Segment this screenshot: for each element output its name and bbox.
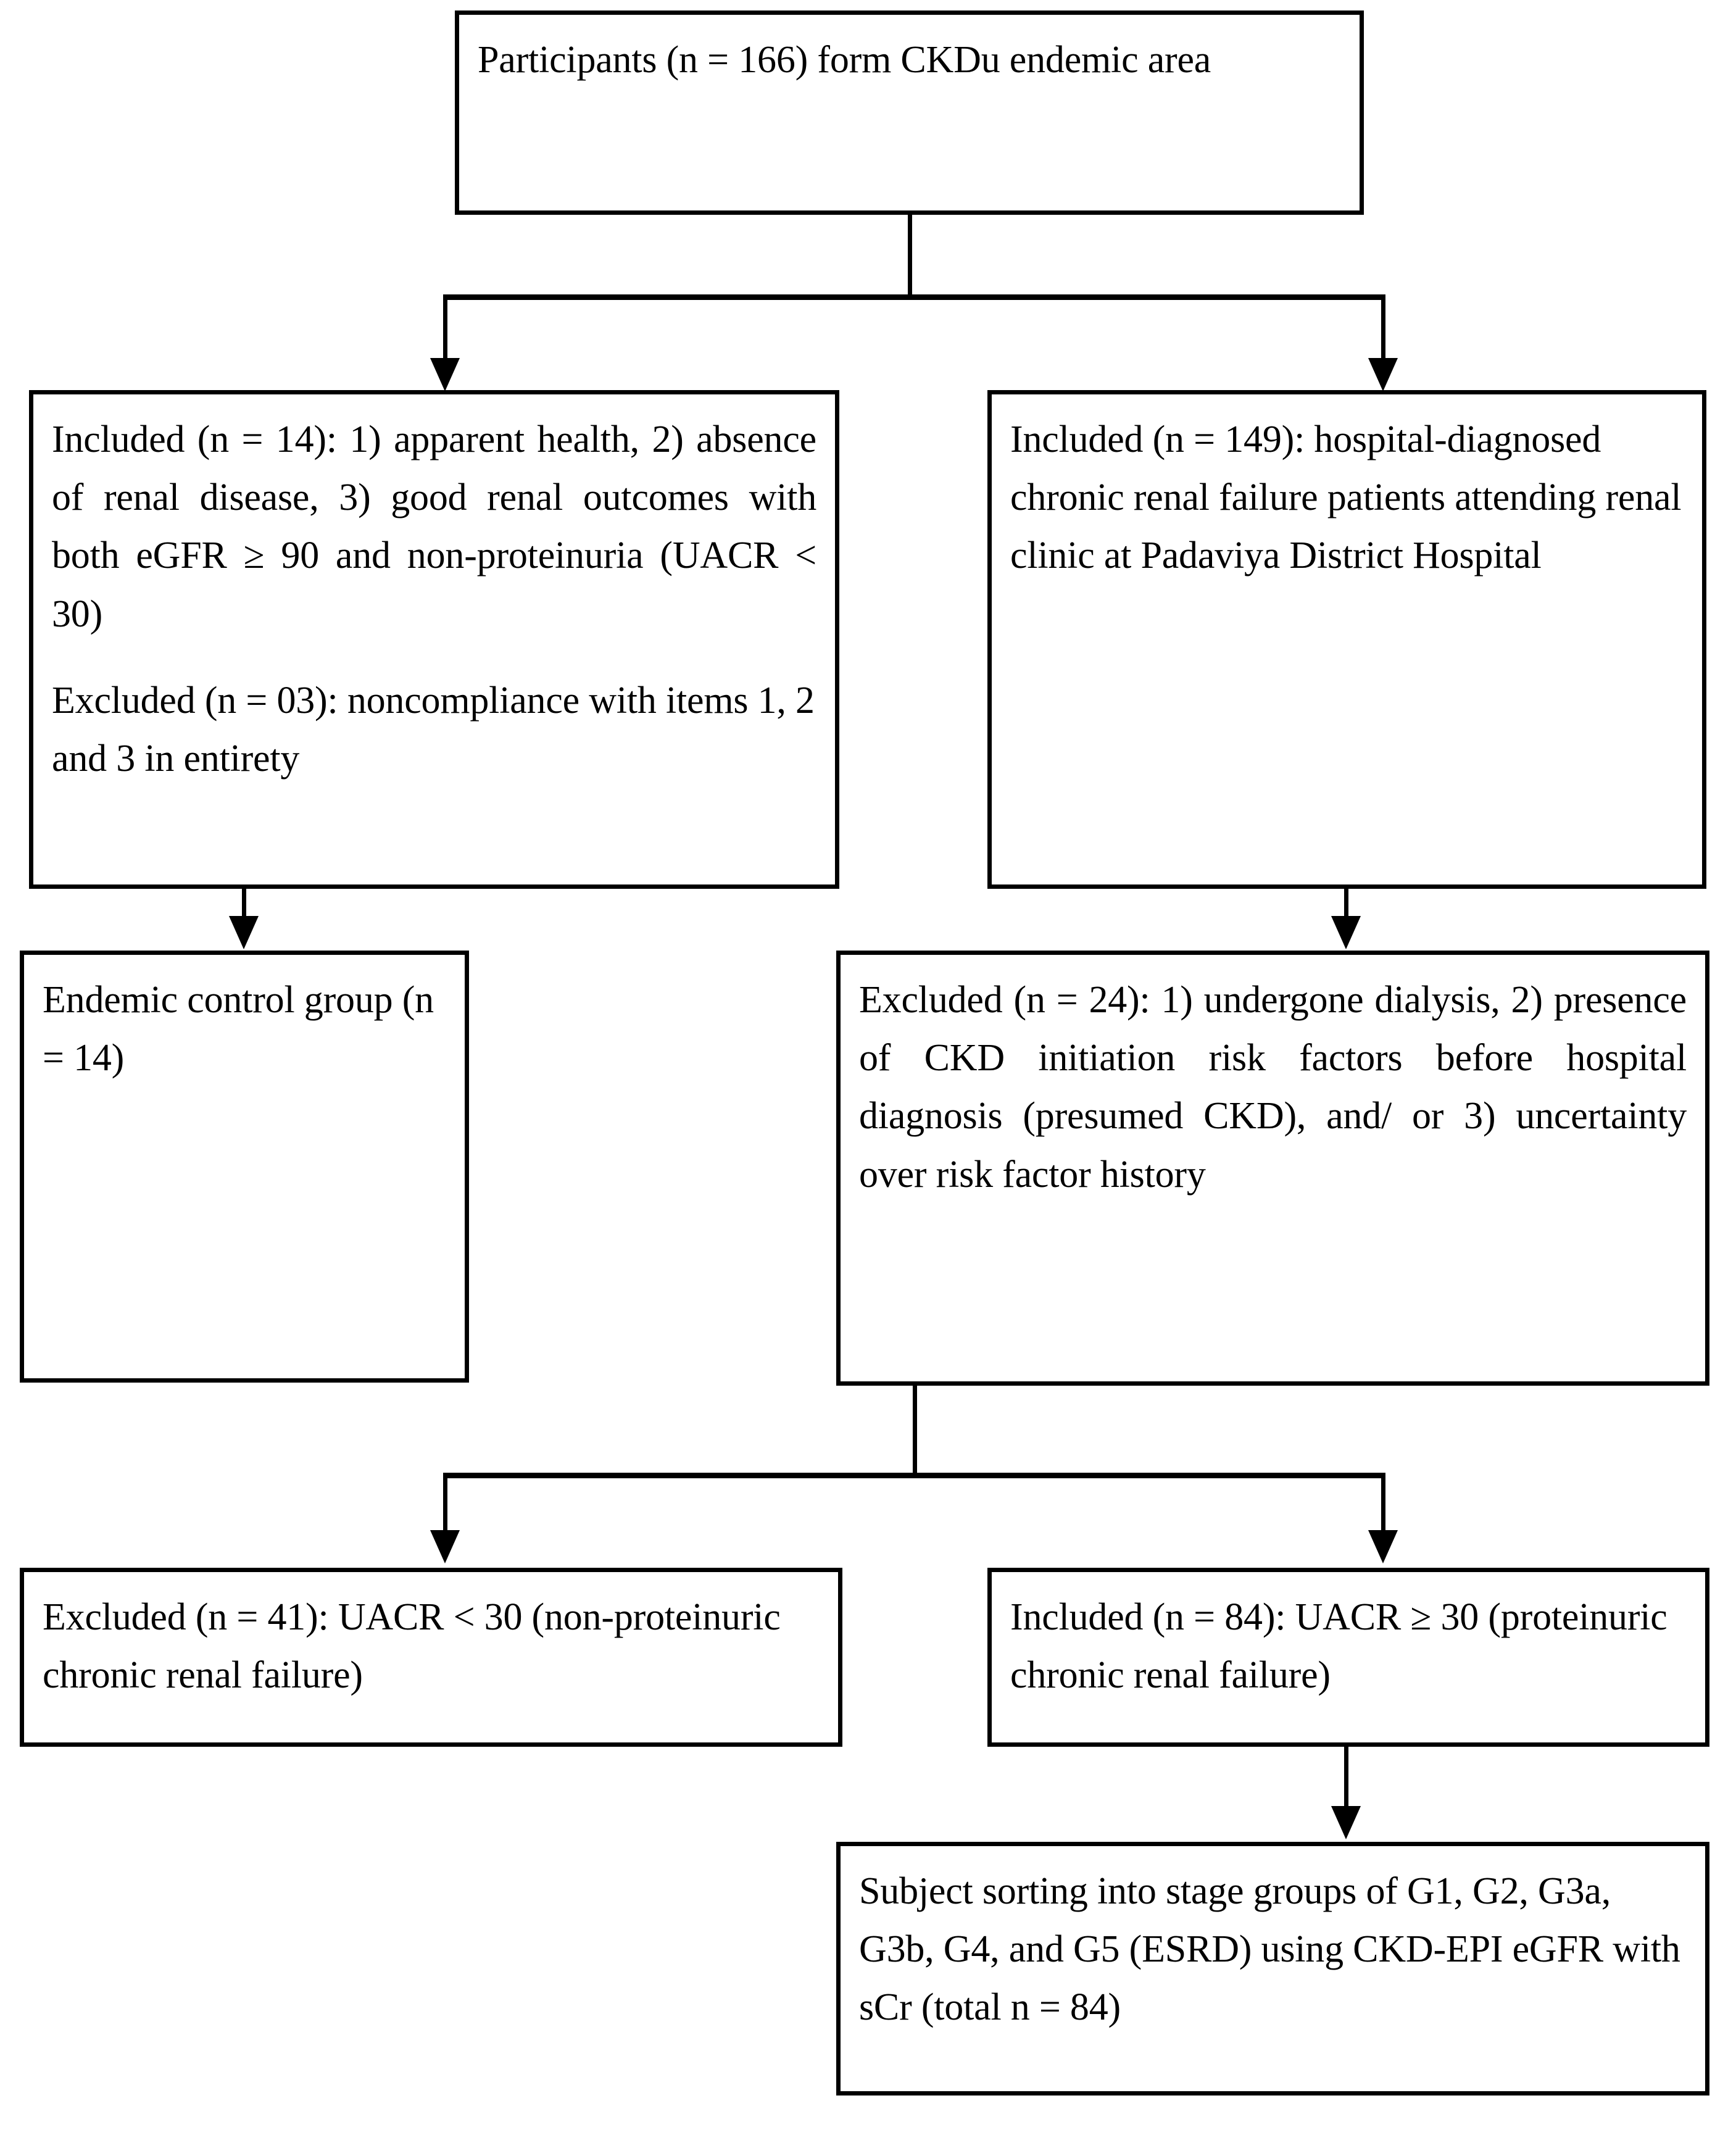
edge-excluded24-to-included84: [1381, 1478, 1385, 1540]
edge-controls-to-endemic: [242, 889, 246, 923]
edge-included84-to-stage-sorting: [1344, 1747, 1348, 1813]
edge-participants-to-patients: [1381, 300, 1385, 368]
arrowhead-to-included-patients: [1368, 358, 1398, 391]
included-controls-paragraph-2: Excluded (n = 03): noncompliance with it…: [52, 679, 815, 780]
stage-sorting-paragraph-1: Subject sorting into stage groups of G1,…: [859, 1870, 1680, 2029]
node-included-84: Included (n = 84): UACR ≥ 30 (proteinuri…: [987, 1568, 1709, 1747]
arrowhead-to-excluded-24: [1331, 916, 1361, 949]
node-excluded-41: Excluded (n = 41): UACR < 30 (non-protei…: [20, 1568, 842, 1747]
node-endemic-control-group: Endemic control group (n = 14): [20, 951, 469, 1383]
node-participants: Participants (n = 166) form CKDu endemic…: [455, 10, 1364, 215]
edge-patients-to-excluded24: [1344, 889, 1348, 923]
edge-excluded24-stem: [913, 1386, 917, 1477]
excluded-24-paragraph-1: Excluded (n = 24): 1) undergone dialysis…: [859, 979, 1687, 1196]
included-patients-paragraph-1: Included (n = 149): hospital-diagnosed c…: [1010, 418, 1682, 577]
edge-excluded24-crossbar: [443, 1473, 1385, 1478]
participants-text: Participants (n = 166) form CKDu endemic…: [478, 39, 1211, 81]
arrowhead-to-excluded-41: [430, 1530, 460, 1563]
edge-excluded24-to-excluded41: [443, 1478, 447, 1540]
edge-participants-stem: [908, 215, 912, 299]
node-included-controls: Included (n = 14): 1) apparent health, 2…: [29, 390, 839, 889]
node-excluded-24: Excluded (n = 24): 1) undergone dialysis…: [836, 951, 1709, 1386]
node-stage-sorting: Subject sorting into stage groups of G1,…: [836, 1842, 1709, 2095]
included-84-paragraph-1: Included (n = 84): UACR ≥ 30 (proteinuri…: [1010, 1596, 1667, 1697]
arrowhead-to-included-84: [1368, 1530, 1398, 1563]
endemic-control-group-text: Endemic control group (n = 14): [43, 979, 434, 1080]
arrowhead-to-included-controls: [430, 358, 460, 391]
node-included-patients: Included (n = 149): hospital-diagnosed c…: [987, 390, 1706, 889]
included-controls-paragraph-1: Included (n = 14): 1) apparent health, 2…: [52, 418, 816, 635]
arrowhead-to-stage-sorting: [1331, 1806, 1361, 1839]
excluded-41-paragraph-1: Excluded (n = 41): UACR < 30 (non-protei…: [43, 1596, 781, 1697]
edge-participants-to-controls: [443, 300, 447, 368]
edge-participants-crossbar: [443, 294, 1385, 300]
arrowhead-to-endemic-control-group: [229, 916, 259, 949]
